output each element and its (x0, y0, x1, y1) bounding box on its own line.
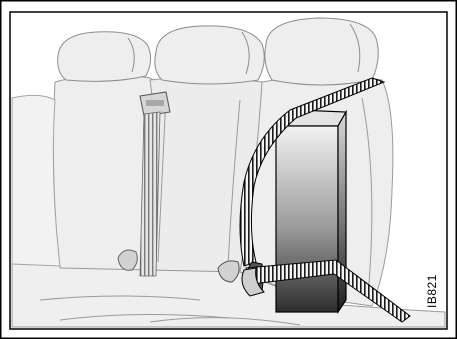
child-seat-box (276, 110, 346, 312)
seat-side-bolster (12, 95, 60, 266)
headrest-center (155, 26, 264, 84)
headrest-right (265, 18, 378, 85)
headrest-left (58, 32, 151, 82)
figure-code: IB821 (424, 248, 440, 308)
